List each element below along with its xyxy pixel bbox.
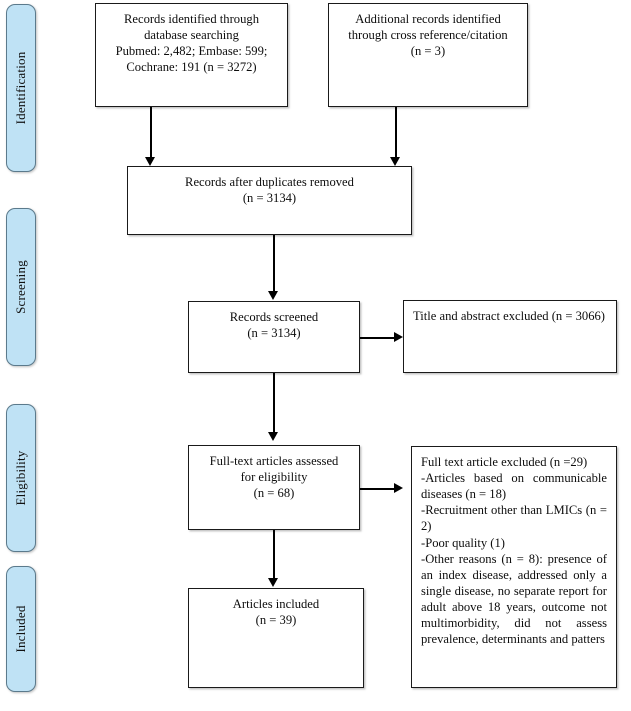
fulltext-assessed-line1: Full-text articles assessed [209,454,339,468]
box-title-abstract-excluded: Title and abstract excluded (n = 3066) [403,300,617,373]
arrowhead-additional-to-duplicates [390,157,400,166]
connector-fulltext-to-excluded [360,488,395,490]
fulltext-assessed-line2: for eligibility [240,470,308,485]
box-fulltext-excluded-text: Full text article excluded (n =29) -Arti… [412,447,616,647]
arrowhead-fulltext-to-included [268,578,278,587]
connector-database-to-duplicates [150,107,152,160]
box-database-search: Records identified through database sear… [95,3,288,107]
duplicates-removed-line2: (n = 3134) [242,191,297,206]
fulltext-excluded-reason-2: -Recruitment other than LMICs (n = 2) [421,503,607,534]
box-records-screened-text: Records screened (n = 3134) [189,302,359,341]
box-records-screened: Records screened (n = 3134) [188,301,360,373]
stage-tab-screening-label: Screening [13,260,28,314]
connector-additional-to-duplicates [395,107,397,160]
database-search-line4: Cochrane: 191 (n = 3272) [126,60,257,75]
box-additional-records: Additional records identified through cr… [328,3,528,107]
stage-tab-included-label: Included [13,605,28,653]
fulltext-excluded-heading: Full text article excluded (n =29) [421,455,588,469]
records-screened-line1: Records screened [229,310,319,324]
arrowhead-screened-to-fulltext [268,432,278,441]
duplicates-removed-line1: Records after duplicates removed [185,175,354,189]
stage-tab-eligibility[interactable]: Eligibility [6,404,36,552]
stage-tab-identification[interactable]: Identification [6,4,36,172]
stage-tab-identification-label: Identification [13,51,28,125]
box-articles-included-text: Articles included (n = 39) [189,589,363,628]
fulltext-excluded-reason-4: -Other reasons (n = 8): presence of an i… [421,551,607,647]
box-fulltext-excluded: Full text article excluded (n =29) -Arti… [411,446,617,688]
arrowhead-database-to-duplicates [145,157,155,166]
articles-included-line1: Articles included [232,597,320,611]
arrowhead-screened-to-excluded [394,332,403,342]
arrowhead-duplicates-to-screened [268,291,278,300]
fulltext-excluded-reason-1: -Articles based on communicable diseases… [421,471,607,502]
additional-records-line1: Additional records identified [355,12,501,26]
box-duplicates-removed-text: Records after duplicates removed (n = 31… [128,167,411,206]
fulltext-excluded-reason-3: -Poor quality (1) [421,535,505,550]
connector-screened-to-excluded [360,337,395,339]
stage-tab-eligibility-label: Eligibility [13,450,28,506]
articles-included-line2: (n = 39) [255,613,297,628]
stage-tab-included[interactable]: Included [6,566,36,692]
database-search-line3: Pubmed: 2,482; Embase: 599; [115,44,268,59]
fulltext-assessed-line3: (n = 68) [253,486,295,501]
connector-screened-to-fulltext [273,373,275,433]
box-articles-included: Articles included (n = 39) [188,588,364,688]
stage-tab-screening[interactable]: Screening [6,208,36,366]
connector-fulltext-to-included [273,530,275,579]
connector-duplicates-to-screened [273,235,275,292]
database-search-line2: database searching [144,28,239,43]
arrowhead-fulltext-to-excluded [394,483,403,493]
records-screened-line2: (n = 3134) [247,326,301,341]
box-database-search-text: Records identified through database sear… [96,4,287,75]
additional-records-line3: (n = 3) [410,44,446,59]
box-fulltext-assessed: Full-text articles assessed for eligibil… [188,445,360,530]
box-additional-records-text: Additional records identified through cr… [329,4,527,59]
box-fulltext-assessed-text: Full-text articles assessed for eligibil… [189,446,359,501]
box-duplicates-removed: Records after duplicates removed (n = 31… [127,166,412,235]
additional-records-line2: through cross reference/citation [348,28,508,43]
database-search-line1: Records identified through [123,12,259,26]
box-title-abstract-excluded-text: Title and abstract excluded (n = 3066) [413,309,605,323]
